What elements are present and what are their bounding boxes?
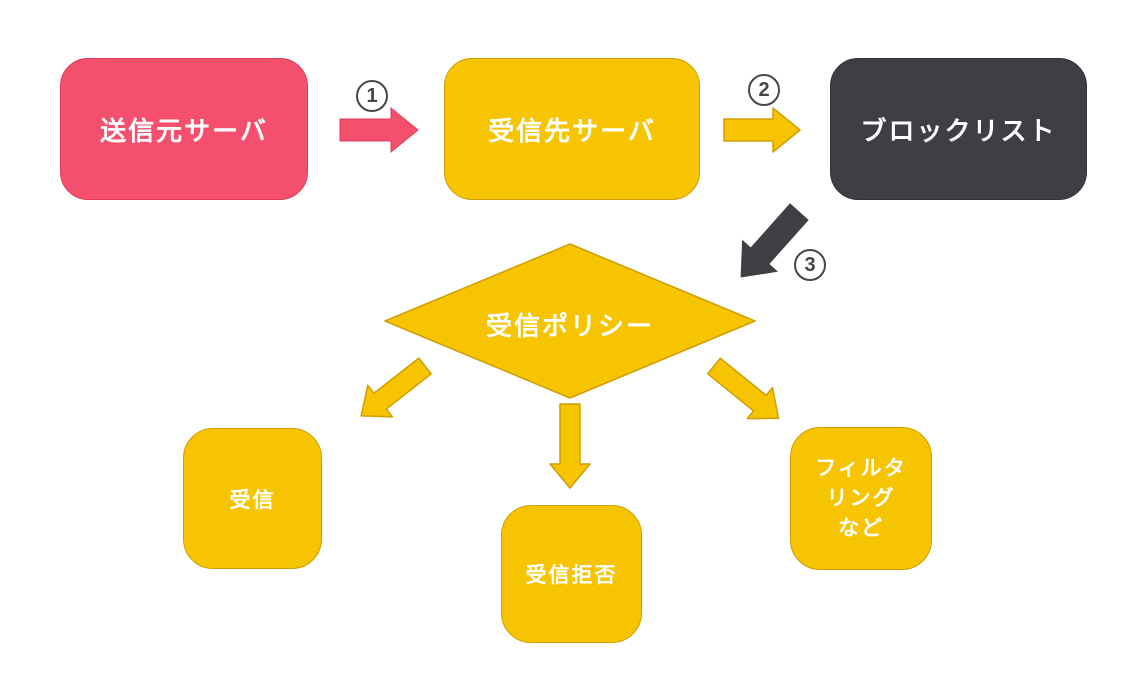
arrow-step1-icon [339,106,419,154]
step3-badge: 3 [794,249,826,281]
node-destination-server: 受信先サーバ [444,58,700,200]
node-accept: 受信 [183,428,322,569]
node-filtering-label: フィルタ リング など [815,454,907,544]
arrow-branch-filter-icon [706,357,780,420]
step2-badge: 2 [748,74,780,106]
node-filtering-line3: など [838,516,884,540]
node-accept-label: 受信 [229,488,276,512]
node-source-server: 送信元サーバ [60,58,308,200]
node-blocklist: ブロックリスト [830,58,1087,200]
node-filtering: フィルタ リング など [790,427,932,570]
arrow-branch-reject-icon [549,403,591,489]
policy-diamond-shape [384,243,756,399]
node-reject-label: 受信拒否 [525,564,618,587]
node-filtering-line2: リング [826,486,896,510]
step1-badge: 1 [356,80,388,112]
arrow-step2-icon [723,107,801,153]
node-destination-server-label: 受信先サーバ [488,115,656,146]
node-reject: 受信拒否 [501,505,642,643]
arrow-step3-icon [740,203,809,278]
node-source-server-label: 送信元サーバ [100,115,268,146]
node-policy-label: 受信ポリシー [485,311,654,341]
node-blocklist-label: ブロックリスト [860,115,1057,146]
node-filtering-line1: フィルタ [815,456,907,480]
arrow-branch-accept-icon [360,357,432,418]
